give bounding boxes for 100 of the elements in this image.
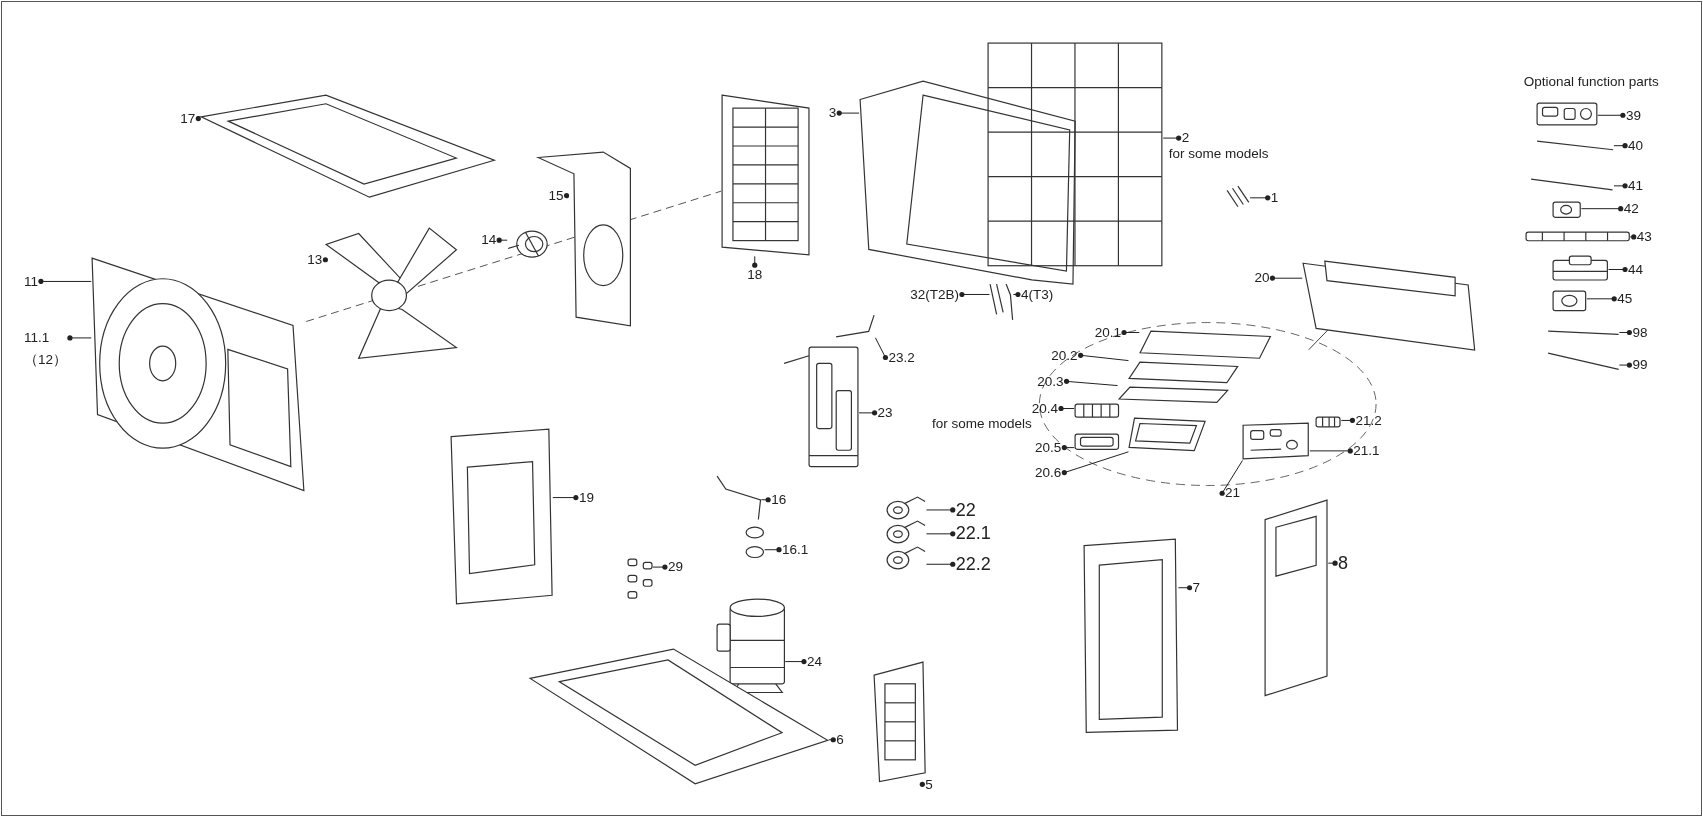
leader-line: [652, 564, 668, 570]
top-cover-drawing: [199, 94, 496, 199]
base-plate-drawing: [528, 648, 829, 786]
valve-drawing: [886, 546, 927, 571]
callout-number: 5: [925, 776, 933, 793]
temperature-sensor-drawing: [1004, 283, 1014, 322]
leader-line: [874, 337, 888, 361]
callout-number: 19: [578, 489, 594, 506]
callout-number: 6: [836, 732, 844, 748]
callout-number: 14: [481, 232, 497, 248]
leader-line: [1162, 135, 1182, 141]
reactor-drawing: [1552, 290, 1587, 312]
note-text: for some models: [1168, 145, 1269, 162]
leader-line: [1061, 451, 1129, 476]
control-board-drawing: [1535, 102, 1598, 126]
frame-drawing: [1128, 360, 1240, 384]
module-drawing: [1552, 200, 1582, 219]
box-drawing: [1128, 417, 1207, 452]
callout-number: 20: [1254, 270, 1270, 286]
callout-number: 39: [1625, 107, 1641, 124]
callout-number: 41: [1628, 178, 1644, 194]
leader-line: [1121, 329, 1140, 336]
heat-sink-drawing: [1074, 402, 1120, 419]
electric-box-drawing: [1302, 259, 1476, 351]
callout-number: 22: [955, 499, 976, 521]
note-text: （12）: [23, 351, 67, 368]
leader-line: [959, 291, 990, 298]
leader-line: [496, 237, 508, 243]
leader-line: [784, 659, 807, 665]
leader-line: [564, 193, 570, 199]
callout-number: 45: [1617, 291, 1633, 307]
callout-number: 20.4: [1031, 400, 1059, 417]
tray-drawing: [1074, 433, 1120, 451]
callout-number: 21.1: [1353, 443, 1380, 459]
leader-line: [828, 737, 836, 743]
callout-number: 23: [877, 405, 893, 421]
callout-number: 98: [1632, 324, 1648, 341]
leader-line: [760, 497, 771, 503]
cable-drawing: [1546, 351, 1620, 371]
protective-grille-drawing: [987, 42, 1164, 268]
leader-line: [858, 410, 878, 416]
leader-line: [1219, 460, 1243, 496]
callout-number: 16: [771, 492, 787, 508]
callout-number: 1: [1270, 190, 1279, 206]
leader-line: [1269, 275, 1303, 281]
callout-number: 32(T2B): [910, 286, 959, 303]
callout-number: 42: [1623, 200, 1639, 217]
leader-line: [552, 495, 579, 501]
cover-drawing: [1264, 498, 1329, 697]
callout-number: 29: [667, 559, 683, 575]
leader-line: [1618, 329, 1632, 336]
handle-drawing: [873, 661, 927, 784]
leader-line: [1613, 183, 1628, 189]
leader-line: [925, 507, 956, 513]
leader-line: [1580, 206, 1624, 212]
note-text: for some models: [931, 416, 1033, 432]
callout-number: 4(T3): [1020, 286, 1054, 303]
callout-number: 21.2: [1355, 412, 1382, 429]
callout-number: 44: [1628, 261, 1644, 278]
leader-line: [925, 561, 956, 567]
side-panel-drawing: [449, 427, 553, 605]
cable-drawing: [1530, 178, 1614, 192]
motor-bracket-drawing: [536, 150, 631, 327]
callout-number: 43: [1636, 229, 1652, 245]
callout-number: 3: [828, 105, 837, 121]
leader-line: [1618, 362, 1632, 368]
leader-line: [1340, 417, 1356, 424]
leader-line: [1327, 560, 1338, 566]
callout-number: 20.5: [1035, 439, 1062, 456]
callout-number: 20.1: [1094, 324, 1122, 341]
cover-plate-drawing: [1139, 330, 1272, 360]
pipe-drawing: [715, 474, 762, 521]
leader-line: [322, 257, 328, 263]
callout-number: 15: [548, 187, 564, 204]
callout-number: 7: [1192, 579, 1201, 596]
leader-line: [67, 335, 92, 341]
leader-line: [1613, 143, 1628, 149]
cable-drawing: [1535, 140, 1614, 151]
insulation-sheet-drawing: [1117, 385, 1229, 403]
fan-blade-drawing: [324, 227, 458, 360]
condenser-drawing: [859, 80, 1077, 286]
leader-line: [1249, 195, 1271, 201]
temperature-sensor-drawing: [989, 283, 1005, 317]
partition-plate-drawing: [721, 94, 811, 257]
callout-number: 24: [806, 653, 822, 670]
leader-line: [1608, 266, 1628, 273]
leader-line: [764, 547, 782, 553]
leader-line: [1629, 234, 1637, 240]
callout-number: 2: [1181, 130, 1191, 146]
leader-line: [38, 278, 92, 285]
callout-number: 99: [1632, 357, 1648, 373]
circuit-board-drawing: [1242, 422, 1310, 461]
screws-drawing: [626, 558, 653, 600]
callout-number: 18: [747, 267, 763, 283]
cable-drawing: [1546, 330, 1620, 336]
leader-line: [1078, 352, 1129, 362]
callout-number: 11: [23, 273, 38, 290]
callout-number: 13: [307, 251, 323, 268]
section-heading: Optional function parts: [1523, 73, 1659, 89]
leader-line: [1309, 448, 1353, 454]
